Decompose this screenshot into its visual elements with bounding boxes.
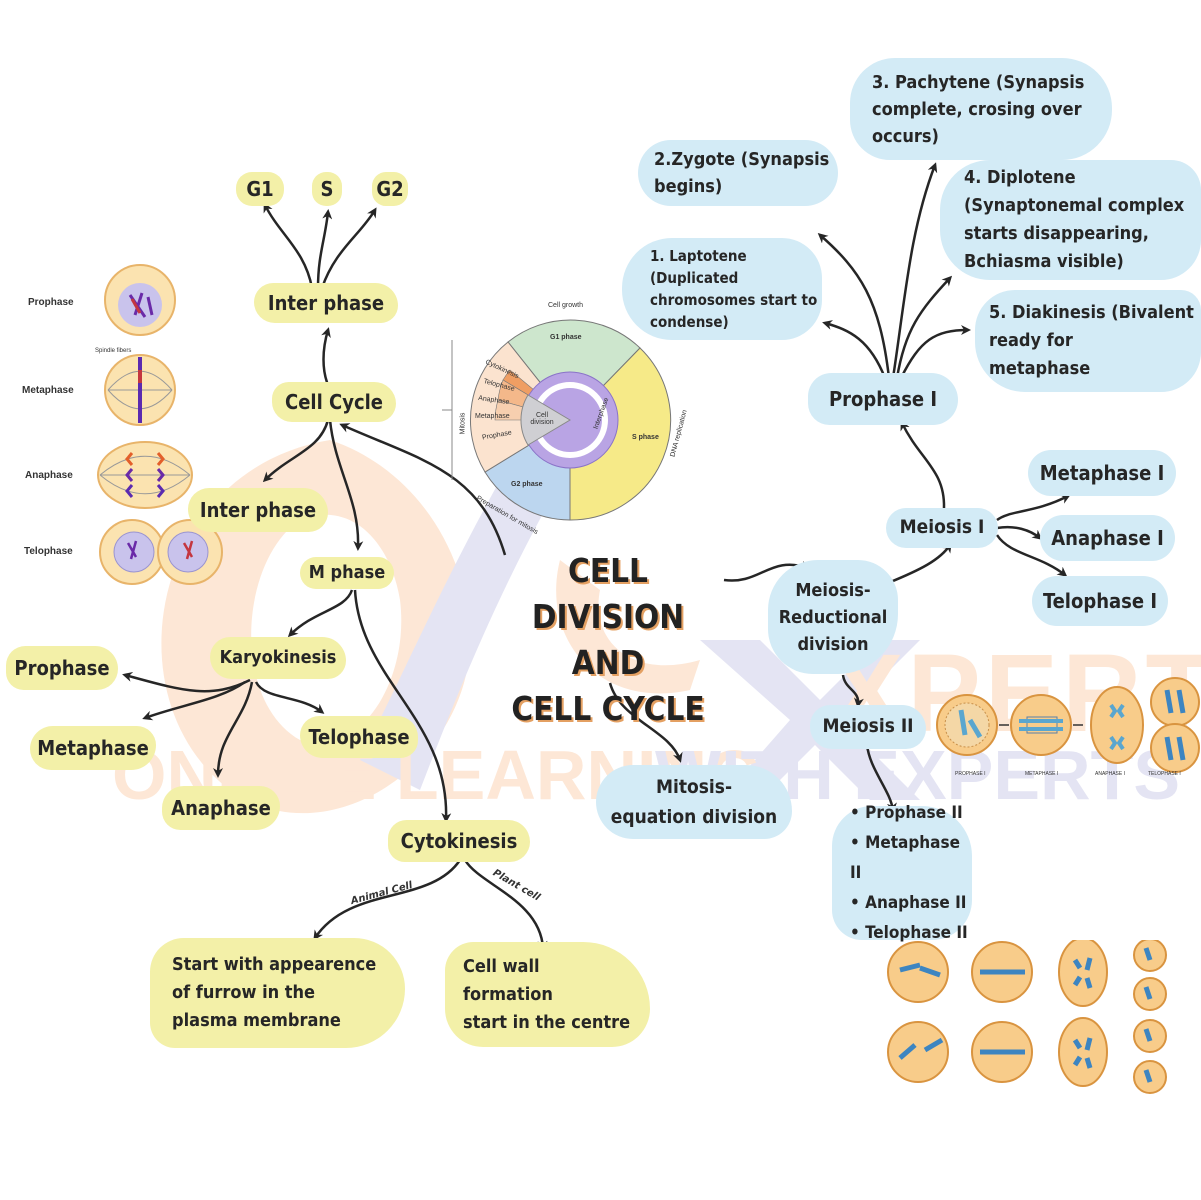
node-inter-phase-top[interactable]: Inter phase <box>254 283 398 323</box>
node-anaphase-1[interactable]: Anaphase I <box>1040 515 1175 561</box>
meiosis-1-label-prophase: PROPHASE I <box>955 771 986 777</box>
figure-label-metaphase: Metaphase <box>22 385 74 396</box>
node-meiosis-1[interactable]: Meiosis I <box>886 508 998 548</box>
wheel-label-g1: G1 phase <box>550 334 582 341</box>
wheel-s-segment <box>569 347 672 521</box>
node-stage-pachytene[interactable]: 3. Pachytene (Synapsis complete, crosing… <box>850 58 1112 160</box>
watermark-e-shape <box>556 560 700 694</box>
node-meiosis-reductional[interactable]: Meiosis- Reductional division <box>768 560 898 674</box>
mitosis-cells-illustration <box>97 264 223 585</box>
wheel-segment-metaphase: Metaphase <box>475 413 510 420</box>
node-inter-phase-lower[interactable]: Inter phase <box>188 488 328 532</box>
wheel-g1-segment <box>507 319 641 421</box>
arrow-meiosis1-prophase1 <box>900 420 946 509</box>
meiosis-1-cells-illustration <box>936 677 1200 773</box>
arrow-karyokinesis-telophase <box>254 681 325 714</box>
arrow-meiosisred-meiosis2 <box>841 674 864 708</box>
node-metaphase[interactable]: Metaphase <box>30 726 156 770</box>
node-prophase-1[interactable]: Prophase I <box>808 373 958 425</box>
wheel-label-s: S phase <box>632 434 659 441</box>
arrow-mphase-cytokinesis <box>353 589 452 823</box>
arrow-prophase1-laptotene <box>822 320 887 379</box>
meiosis-1-label-telophase: TELOPHASE I <box>1148 771 1181 777</box>
arrow-prophase1-diakinesis <box>899 325 971 379</box>
node-meiosis-2[interactable]: Meiosis II <box>810 705 926 749</box>
main-title: CELL DIVISION AND CELL CYCLE <box>511 551 705 728</box>
arrow-karyokinesis-anaphase <box>213 681 254 778</box>
list-item: Prophase II <box>850 798 972 828</box>
wheel-label-cell-division: Cell division <box>530 412 554 426</box>
figure-label-anaphase: Anaphase <box>25 470 73 481</box>
node-s[interactable]: S <box>312 172 342 206</box>
node-stage-zygote[interactable]: 2.Zygote (Synapsis begins) <box>638 140 838 206</box>
node-metaphase-1[interactable]: Metaphase I <box>1028 450 1176 496</box>
meiosis-1-label-metaphase: METAPHASE I <box>1025 771 1059 777</box>
node-animal-cytokinesis[interactable]: Start with appearence of furrow in the p… <box>150 938 405 1048</box>
arrow-title-cellcycle <box>339 423 507 556</box>
meiosis-2-phase-list: Prophase II Metaphase II Anaphase II Tel… <box>850 798 972 948</box>
node-g1[interactable]: G1 <box>236 172 284 206</box>
node-stage-diplotene[interactable]: 4. Diplotene (Synaptonemal complex start… <box>940 160 1201 280</box>
node-telophase[interactable]: Telophase <box>300 716 418 758</box>
arrow-prophase1-zygote <box>817 233 891 379</box>
figure-label-spindle: Spindle fibers <box>95 348 132 354</box>
arrow-cellcycle-interphase <box>321 327 331 386</box>
node-mitosis[interactable]: Mitosis- equation division <box>596 765 792 839</box>
list-item: Metaphase II <box>850 828 972 888</box>
arrow-prophase1-diplotene <box>895 275 953 379</box>
node-stage-laptotene[interactable]: 1. Laptotene (Duplicated chromosomes sta… <box>622 238 822 340</box>
node-meiosis-2-phases[interactable]: Prophase II Metaphase II Anaphase II Tel… <box>832 803 972 943</box>
node-m-phase[interactable]: M phase <box>300 557 394 589</box>
node-karyokinesis[interactable]: Karyokinesis <box>210 637 346 679</box>
node-g2[interactable]: G2 <box>372 172 408 206</box>
figure-label-telophase: Telophase <box>24 546 73 557</box>
arrow-karyokinesis-prophase <box>122 672 251 693</box>
cell-telophase <box>99 519 223 585</box>
node-cytokinesis[interactable]: Cytokinesis <box>388 820 530 862</box>
arrow-cytokinesis-plant <box>463 859 548 951</box>
wheel-label-g2: G2 phase <box>511 481 543 488</box>
list-item: Telophase II <box>850 918 972 948</box>
arrow-cellcycle-mphase <box>328 419 364 551</box>
arrow-mphase-karyokinesis <box>287 589 354 638</box>
node-anaphase[interactable]: Anaphase <box>162 786 280 830</box>
wheel-cell-division-wedge <box>520 394 571 446</box>
node-prophase[interactable]: Prophase <box>6 646 118 690</box>
meiosis-2-cells-illustration <box>887 940 1167 1094</box>
arrow-meiosisred-meiosis1 <box>887 542 952 585</box>
arrow-meiosis1-telophase1 <box>995 534 1068 577</box>
arrow-prophase1-pachytene <box>891 162 938 379</box>
arrow-meiosis1-anaphase1 <box>996 525 1043 540</box>
node-stage-diakinesis[interactable]: 5. Diakinesis (Bivalent ready for metaph… <box>975 290 1201 392</box>
cell-anaphase <box>97 441 193 509</box>
meiosis-1-label-anaphase: ANAPHASE I <box>1095 771 1126 777</box>
arrow-meiosis1-metaphase1 <box>996 494 1071 522</box>
list-item: Anaphase II <box>850 888 972 918</box>
arrow-interphase-g1 <box>263 202 314 289</box>
node-telophase-1[interactable]: Telophase I <box>1032 576 1168 626</box>
node-cell-cycle[interactable]: Cell Cycle <box>272 382 396 422</box>
arrow-interphase-s <box>316 209 333 289</box>
cell-prophase <box>104 264 176 336</box>
cell-metaphase <box>104 354 176 426</box>
arrow-interphase-g2 <box>320 207 377 289</box>
arrow-title-mitosis <box>608 682 683 763</box>
figure-label-prophase: Prophase <box>28 297 74 308</box>
arrow-karyokinesis-metaphase <box>142 680 246 721</box>
arrow-cellcycle-interphase-lower <box>262 419 330 483</box>
arrow-cytokinesis-animal <box>313 859 462 941</box>
node-plant-cytokinesis[interactable]: Cell wall formation start in the centre <box>445 942 650 1047</box>
wheel-svg <box>442 319 672 521</box>
wheel-label-cell-growth: Cell growth <box>548 302 584 309</box>
